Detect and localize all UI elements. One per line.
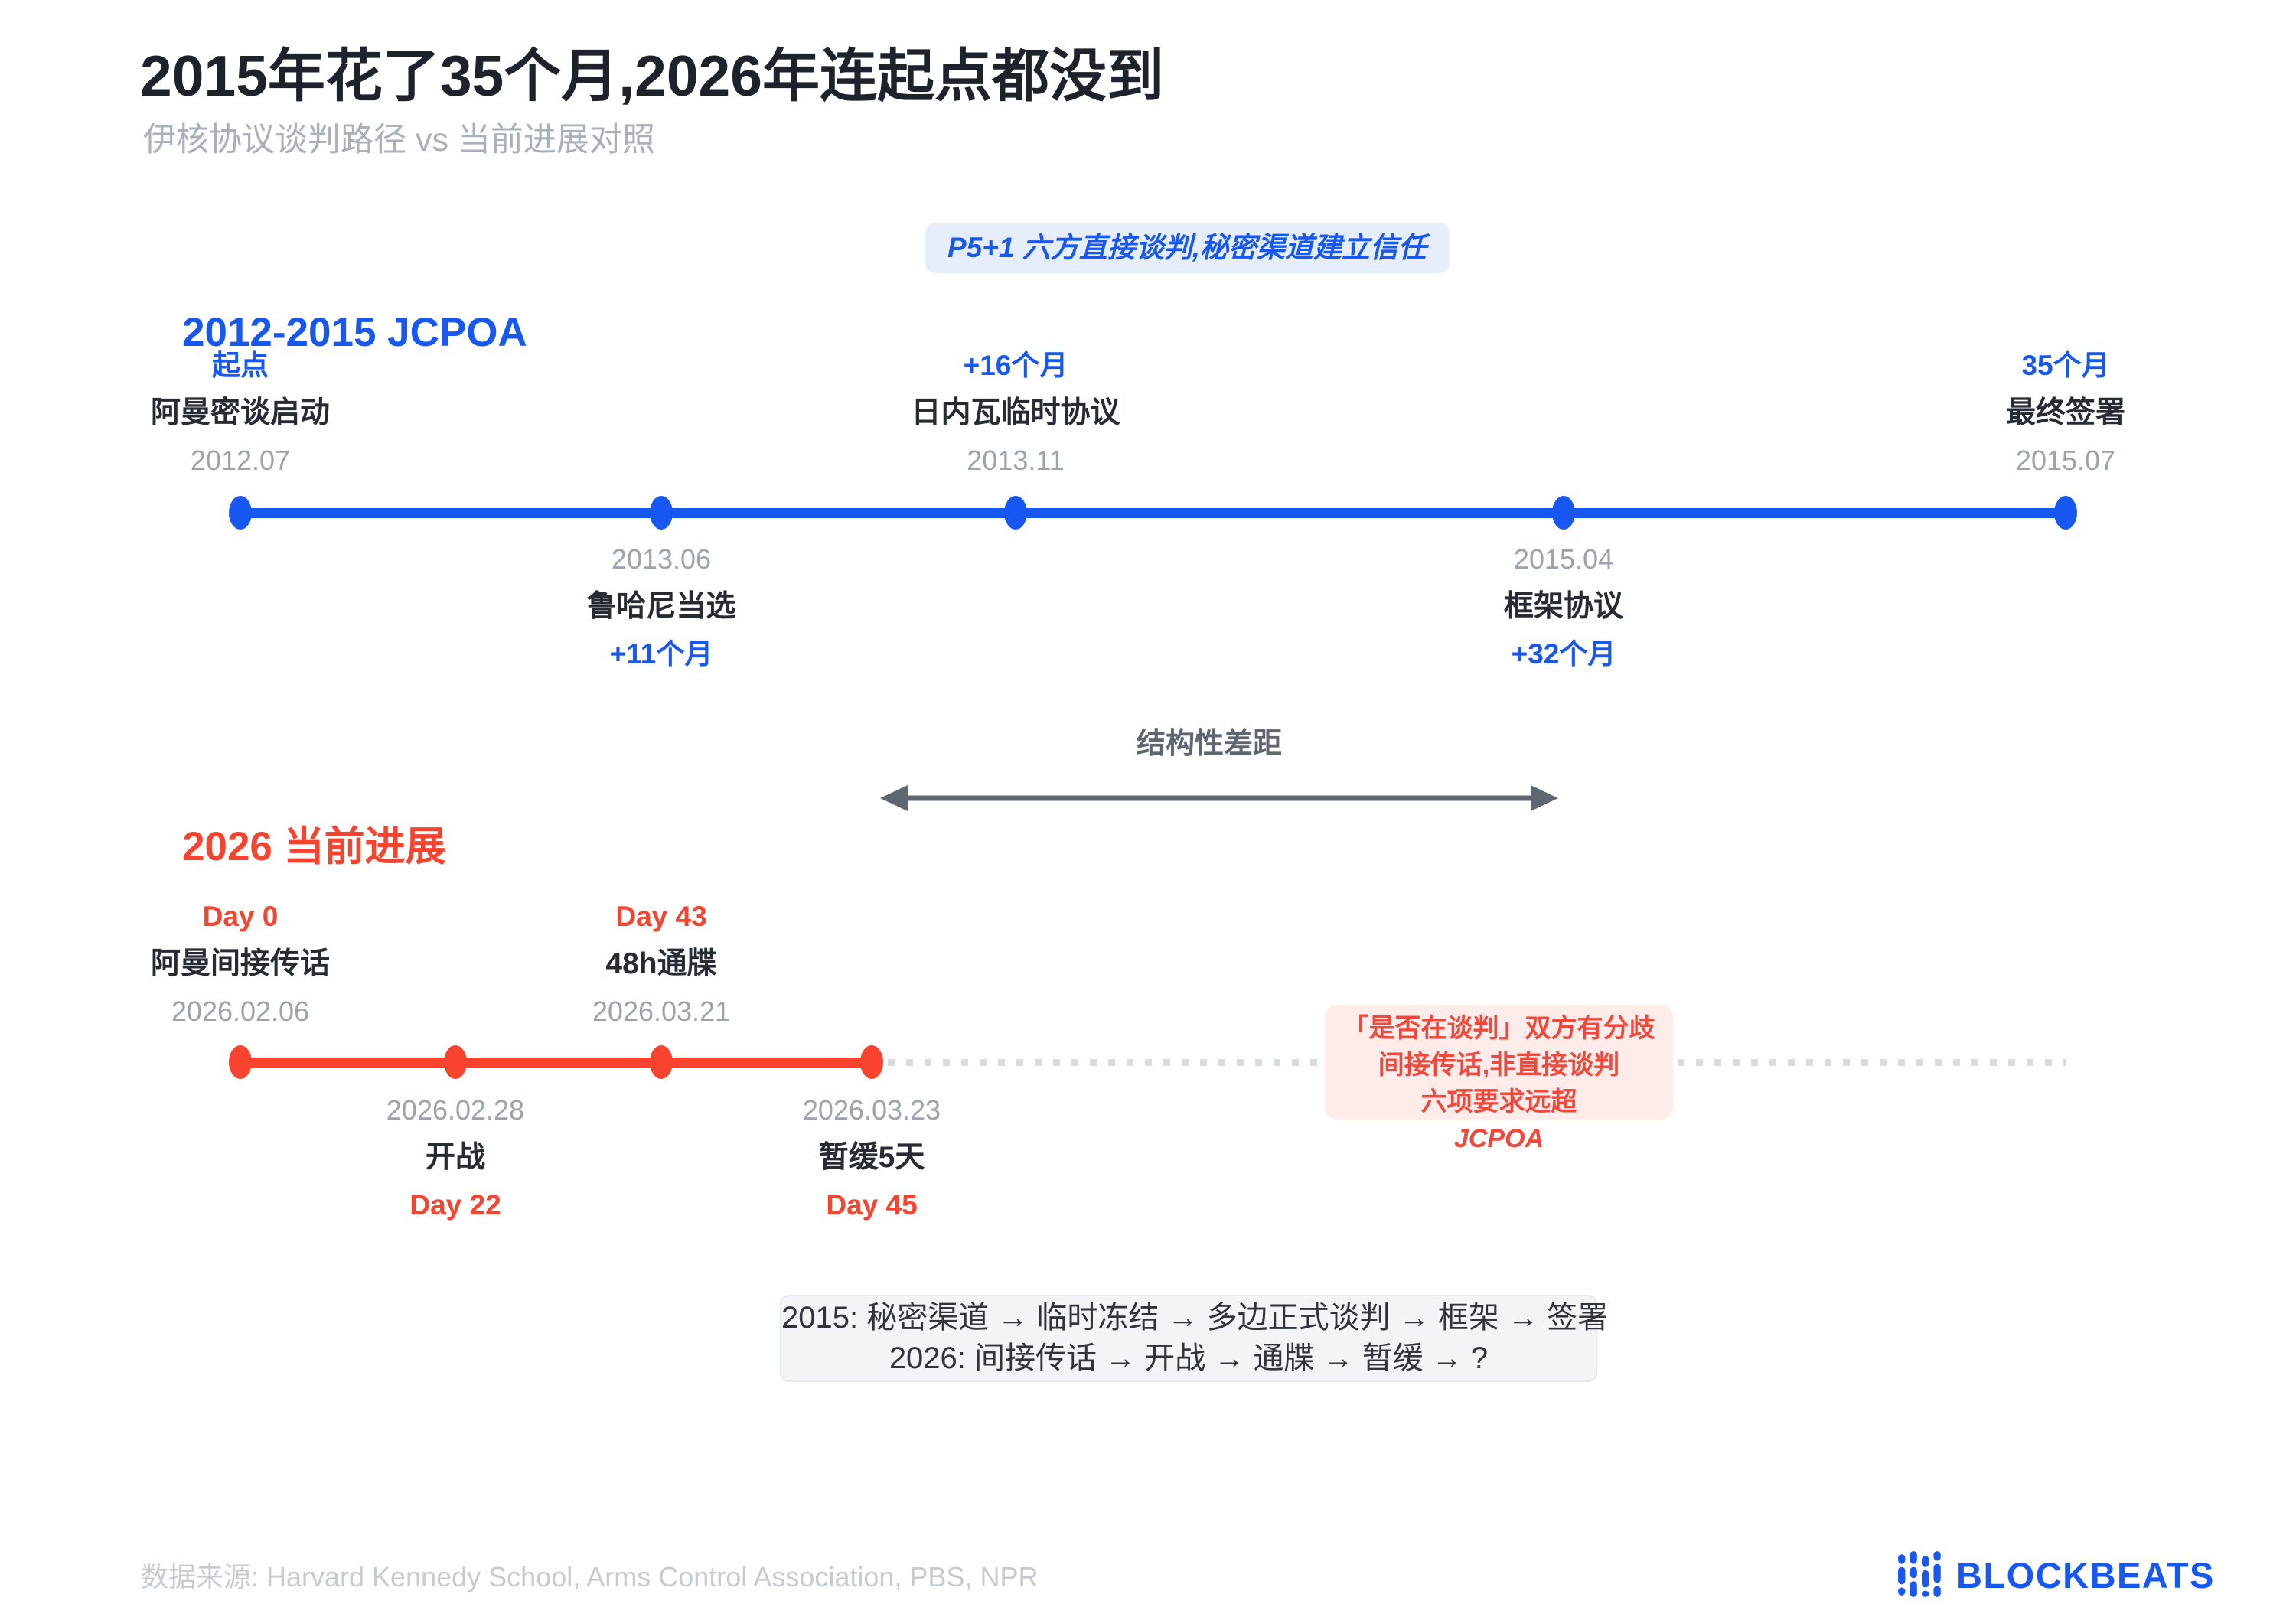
timeline-dot-jcpoa-2	[650, 496, 673, 530]
event-label: 最终签署	[2005, 396, 2126, 429]
event-elapsed: +11个月	[609, 638, 713, 670]
event-elapsed: Day 43	[615, 901, 707, 932]
page-subtitle: 伊核协议谈判路径 vs 当前进展对照	[143, 122, 655, 158]
structural-gap-label: 结构性差距	[1136, 728, 1283, 760]
event-date: 2026.02.28	[386, 1094, 525, 1126]
timeline-dot-current-2	[444, 1045, 467, 1079]
blockbeats-logo-text: BLOCKBEATS	[1956, 1554, 2215, 1596]
event-elapsed: 起点	[211, 350, 269, 381]
event-date: 2015.04	[1513, 543, 1614, 575]
event-elapsed: 35个月	[2021, 350, 2110, 381]
event-label: 48h通牒	[605, 947, 717, 980]
blockbeats-logo: BLOCKBEATS	[1898, 1547, 2215, 1602]
timeline-dot-current-1	[229, 1045, 252, 1079]
summary-line-2026: 2026: 间接传话 → 开战 → 通牒 → 暂缓 → ?	[889, 1341, 1489, 1375]
event-label: 日内瓦临时协议	[911, 396, 1120, 429]
event-jcpoa-start: 起点 阿曼密谈启动 2012.07	[151, 342, 330, 484]
current-annotation-box: 「是否在谈判」双方有分歧 间接传话,非直接谈判 六项要求远超 JCPOA	[1325, 1005, 1673, 1153]
event-jcpoa-geneva: +16个月 日内瓦临时协议 2013.11	[911, 342, 1120, 484]
event-current-pause: 2026.03.23 暂缓5天 Day 45	[803, 1087, 941, 1229]
summary-box: 2015: 秘密渠道 → 临时冻结 → 多边正式谈判 → 框架 → 签署 202…	[780, 1295, 1609, 1382]
timeline-dot-current-3	[650, 1045, 673, 1079]
annotation-line-em: JCPOA	[1453, 1124, 1544, 1153]
jcpoa-annotation-pill: P5+1 六方直接谈判,秘密渠道建立信任	[925, 223, 1450, 273]
summary-line-2015: 2015: 秘密渠道 → 临时冻结 → 多边正式谈判 → 框架 → 签署	[781, 1301, 1609, 1335]
event-label: 阿曼间接传话	[150, 947, 331, 980]
event-elapsed: +16个月	[963, 350, 1068, 381]
gap-double-arrow	[880, 785, 1558, 811]
current-timeline-line	[240, 1058, 872, 1068]
event-label: 框架协议	[1503, 590, 1624, 623]
timeline-dot-jcpoa-4	[1552, 496, 1575, 530]
event-elapsed: Day 45	[826, 1189, 918, 1221]
event-elapsed: Day 22	[409, 1189, 501, 1221]
event-date: 2012.07	[190, 445, 291, 476]
event-jcpoa-framework: 2015.04 框架协议 +32个月	[1504, 536, 1623, 678]
current-section-heading: 2026 当前进展	[182, 824, 446, 869]
timeline-dot-jcpoa-1	[229, 496, 252, 530]
event-elapsed: +32个月	[1511, 638, 1616, 670]
timeline-dot-jcpoa-3	[1004, 496, 1027, 530]
annotation-line: 间接传话,非直接谈判	[1378, 1051, 1620, 1080]
event-label: 暂缓5天	[818, 1141, 925, 1174]
jcpoa-timeline-line	[240, 508, 2066, 518]
event-current-ultimatum: Day 43 48h通牒 2026.03.21	[592, 893, 730, 1035]
event-date: 2026.03.21	[592, 996, 731, 1027]
event-jcpoa-rouhani: 2013.06 鲁哈尼当选 +11个月	[586, 536, 735, 678]
annotation-line: 六项要求远超 JCPOA	[1325, 1084, 1673, 1157]
event-date: 2026.03.23	[802, 1094, 941, 1126]
event-date: 2013.06	[611, 543, 712, 575]
timeline-dot-current-4	[860, 1045, 883, 1079]
event-label: 开战	[425, 1141, 485, 1174]
event-jcpoa-signed: 35个月 最终签署 2015.07	[2006, 342, 2125, 484]
data-source-note: 数据来源: Harvard Kennedy School, Arms Contr…	[141, 1561, 1039, 1592]
event-date: 2026.02.06	[171, 996, 310, 1027]
event-date: 2013.11	[967, 445, 1065, 476]
jcpoa-section-heading: 2012-2015 JCPOA	[182, 310, 527, 355]
annotation-line: 「是否在谈判」双方有分歧	[1342, 1014, 1655, 1043]
event-label: 鲁哈尼当选	[586, 590, 736, 623]
event-elapsed: Day 0	[202, 901, 279, 932]
timeline-dot-jcpoa-5	[2054, 496, 2077, 530]
event-label: 阿曼密谈启动	[150, 396, 331, 429]
blockbeats-logo-icon	[1898, 1551, 1941, 1597]
page-title: 2015年花了35个月,2026年连起点都没到	[140, 44, 1164, 108]
annotation-line-prefix: 六项要求远超	[1420, 1087, 1577, 1116]
event-current-day0: Day 0 阿曼间接传话 2026.02.06	[151, 893, 330, 1035]
event-current-war: 2026.02.28 开战 Day 22	[386, 1087, 524, 1229]
event-date: 2015.07	[2015, 445, 2116, 476]
